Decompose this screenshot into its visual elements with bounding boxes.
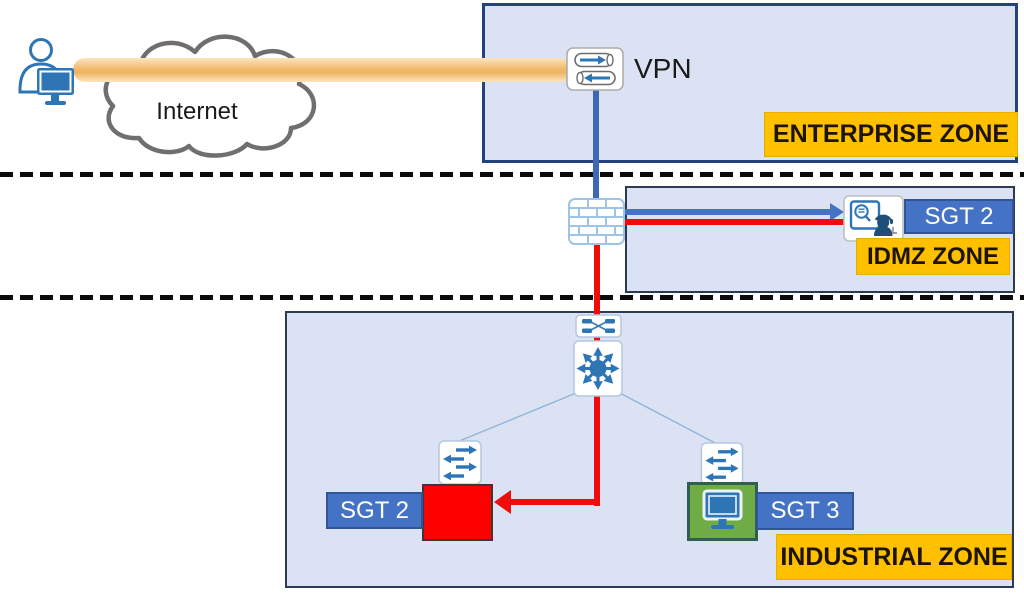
enterprise-zone-badge: ENTERPRISE ZONE <box>764 112 1018 157</box>
switch-stack-icon <box>575 314 622 338</box>
firewall-icon <box>568 198 625 245</box>
user-monitor-icon <box>37 68 74 105</box>
vpn-to-firewall-link <box>593 89 599 214</box>
access-switch-left-icon <box>438 440 482 485</box>
vpn-tunnel-pipe <box>73 58 572 82</box>
idmz-zone-badge: IDMZ ZONE <box>856 238 1010 275</box>
zone-separator-bottom <box>0 295 1024 300</box>
vpn-router-icon <box>566 47 624 91</box>
vpn-label: VPN <box>634 53 692 84</box>
industrial-sgt2-badge: SGT 2 <box>326 492 423 529</box>
access-switch-right-icon <box>700 442 744 486</box>
internet-cloud-icon <box>103 34 317 158</box>
industrial-zone-badge: INDUSTRIAL ZONE <box>776 534 1012 580</box>
zone-separator-top <box>0 172 1024 177</box>
workstation-monitor-icon <box>702 489 743 529</box>
internet-label: Internet <box>156 98 238 125</box>
remote-user-icon <box>18 38 74 105</box>
red-arrow-head <box>494 490 511 514</box>
red-flow-line-industrial <box>508 499 600 505</box>
red-flow-line-idmz <box>600 219 846 225</box>
industrial-sgt3-badge: SGT 3 <box>756 492 854 530</box>
jump-host-icon <box>843 195 904 242</box>
blue-arrow-head <box>830 203 844 221</box>
industrial-workstation-node <box>687 482 758 541</box>
layer3-switch-icon <box>573 340 623 397</box>
industrial-device-red-node <box>422 484 493 541</box>
blue-flow-line-idmz <box>600 209 830 215</box>
idmz-sgt-badge: SGT 2 <box>904 199 1014 234</box>
